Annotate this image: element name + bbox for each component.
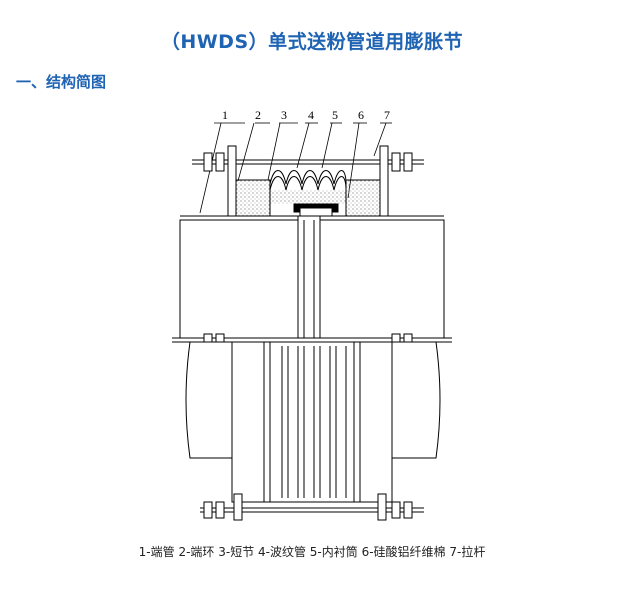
end-pipe-left xyxy=(179,219,299,339)
parts-caption: 1-端管 2-端环 3-短节 4-波纹管 5-内衬筒 6-硅酸铝纤维棉 7-拉杆 xyxy=(138,545,486,559)
part-number-1: 1 xyxy=(222,108,228,122)
end-pipe-lower-right xyxy=(391,341,441,459)
structure-diagram: 1 2 3 4 5 6 7 xyxy=(172,108,452,521)
end-pipe-right xyxy=(319,219,445,339)
part-number-4: 4 xyxy=(308,108,314,122)
part-number-2: 2 xyxy=(255,108,261,122)
section-heading: 一、结构简图 xyxy=(16,73,107,91)
bellows-section-top xyxy=(269,170,347,185)
inner-liner xyxy=(297,215,321,339)
part-number-3: 3 xyxy=(281,108,287,122)
part-number-5: 5 xyxy=(332,108,338,122)
part-number-7: 7 xyxy=(384,108,390,122)
end-pipe-lower-left xyxy=(185,341,233,459)
bellows-external xyxy=(269,341,355,503)
part-number-6: 6 xyxy=(358,108,364,122)
page-title: （HWDS）单式送粉管道用膨胀节 xyxy=(160,31,464,53)
